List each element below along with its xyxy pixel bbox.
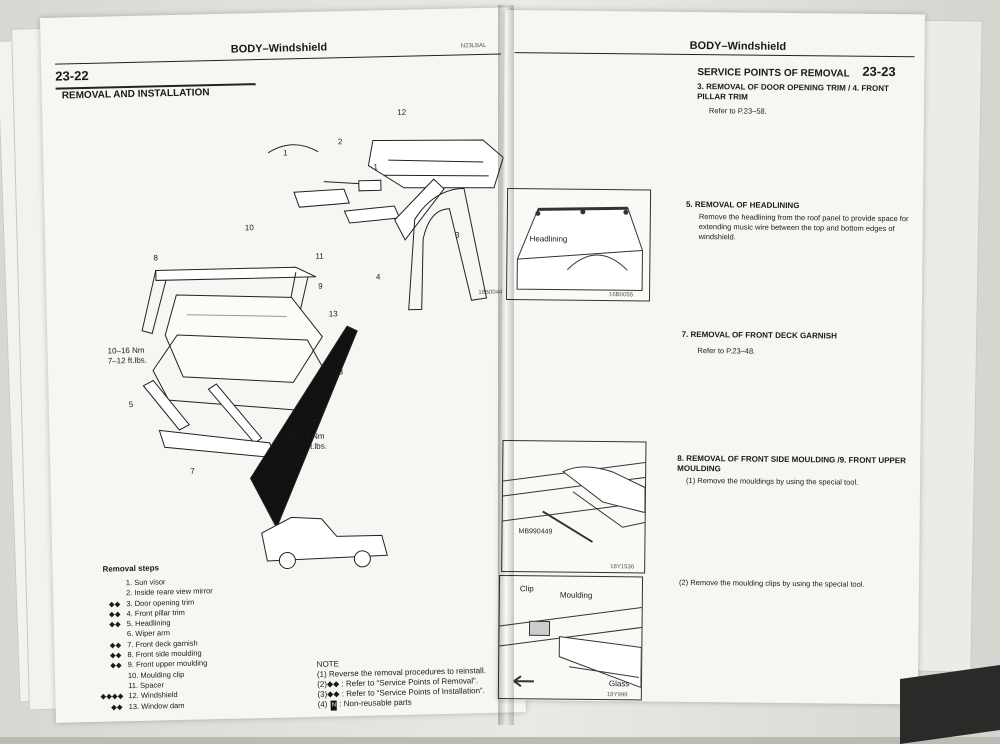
callout-8b: 9 bbox=[318, 282, 323, 292]
removal-step-mark: ◆◆ bbox=[99, 650, 121, 661]
removal-step-text: 2. Inside reare view mirror bbox=[126, 587, 213, 598]
windshield-glass bbox=[164, 292, 323, 386]
headlining-figure-drawing bbox=[507, 189, 650, 300]
moulding-removal-figure: MB990449 18Y1536 bbox=[501, 440, 646, 574]
removal-step-text: 8. Front side moulding bbox=[127, 649, 201, 660]
left-page-code: N23LBAL bbox=[461, 41, 487, 52]
sun-visor-right bbox=[344, 206, 399, 223]
clip-label: Clip bbox=[520, 584, 534, 594]
callout-2: 2 bbox=[338, 137, 343, 147]
note-title: NOTE bbox=[317, 659, 339, 670]
removal-step-mark: ◆◆ bbox=[100, 661, 122, 672]
removal-step-text: 6. Wiper arm bbox=[127, 629, 170, 639]
item-8-title: 8. REMOVAL OF FRONT SIDE MOULDING /9. FR… bbox=[677, 454, 927, 477]
fig1-code: 16B0055 bbox=[609, 290, 633, 300]
removal-step-text: 12. Windshield bbox=[128, 690, 177, 700]
item-5-title: 5. REMOVAL OF HEADLINING bbox=[686, 200, 800, 211]
callout-5: 12 bbox=[397, 108, 406, 118]
front-upper-moulding bbox=[156, 267, 316, 281]
callout-3: 3 bbox=[455, 231, 460, 241]
moulding-removal-figure-drawing bbox=[502, 441, 645, 572]
sun-visor-left bbox=[294, 189, 349, 207]
n-badge-icon: N bbox=[331, 700, 338, 710]
item-3-title: 3. REMOVAL OF DOOR OPENING TRIM / 4. FRO… bbox=[697, 82, 917, 104]
wiper-arm-left bbox=[143, 380, 189, 431]
headlining-label: Headlining bbox=[530, 234, 568, 244]
fig2-code: 18Y1536 bbox=[610, 562, 634, 572]
right-page-number: 23-23 bbox=[862, 67, 895, 77]
removal-step-mark: ◆◆◆◆ bbox=[100, 692, 122, 703]
right-page-header: BODY–Windshield bbox=[690, 40, 787, 53]
removal-step-text: 9. Front upper moulding bbox=[128, 659, 208, 670]
item-7-title: 7. REMOVAL OF FRONT DECK GARNISH bbox=[682, 330, 837, 342]
book-gutter bbox=[498, 5, 514, 725]
removal-step-mark: ◆◆ bbox=[99, 640, 121, 651]
callout-6a: 5 bbox=[129, 400, 134, 410]
right-section-title: SERVICE POINTS OF REMOVAL bbox=[697, 68, 850, 80]
removal-step-text: 3. Door opening trim bbox=[126, 597, 194, 608]
removal-step-mark: ◆◆ bbox=[98, 609, 120, 620]
glass-label: Glass bbox=[609, 679, 630, 689]
callout-1a: 1 bbox=[283, 148, 288, 158]
removal-steps-title: Removal steps bbox=[102, 563, 159, 574]
callout-6b: 6 bbox=[300, 452, 305, 462]
callout-7: 7 bbox=[190, 467, 195, 477]
callout-13: 13 bbox=[334, 367, 343, 377]
left-page-header: BODY–Windshield bbox=[231, 41, 328, 55]
item-8-body-1: (1) Remove the mouldings by using the sp… bbox=[686, 476, 858, 488]
clip-removal-figure: Clip Moulding Glass 18Y999 bbox=[498, 575, 643, 701]
rear-view-mirror bbox=[359, 180, 381, 190]
callout-10: 11 bbox=[315, 252, 324, 262]
headlining-figure: Headlining 16B0055 bbox=[506, 188, 651, 302]
removal-step-mark: ◆◆ bbox=[99, 620, 121, 631]
note-4: (4) N : Non-reusable parts bbox=[318, 698, 412, 711]
removal-step-text: 4. Front pillar trim bbox=[126, 608, 185, 618]
item-3-body: Refer to P.23–58. bbox=[709, 106, 919, 118]
wiper-arm-right bbox=[208, 383, 261, 444]
callout-8a: 8 bbox=[153, 253, 158, 263]
item-8-body-2: (2) Remove the moulding clips by using t… bbox=[679, 578, 865, 590]
callout-12: 13 bbox=[329, 309, 338, 319]
left-header-rule bbox=[55, 54, 501, 65]
fig3-code: 18Y999 bbox=[607, 690, 628, 700]
left-page-number: 23-22 bbox=[55, 71, 88, 82]
callout-11: 12 bbox=[311, 414, 320, 424]
fig2-tool: MB990449 bbox=[518, 527, 552, 537]
callout-1b: 1 bbox=[373, 162, 378, 172]
right-header-rule bbox=[515, 52, 915, 57]
removal-step-text: 5. Headlining bbox=[127, 618, 171, 628]
removal-step-mark: ◆◆ bbox=[101, 702, 123, 713]
assist-grip-part bbox=[268, 144, 318, 153]
right-page: BODY–Windshield SERVICE POINTS OF REMOVA… bbox=[498, 10, 925, 704]
removal-step: ◆◆ 13. Window dam bbox=[101, 700, 216, 713]
callout-9: 10 bbox=[245, 223, 254, 233]
removal-step-text: 10. Moulding clip bbox=[128, 670, 184, 680]
item-7-body: Refer to P.23–48. bbox=[697, 346, 755, 357]
removal-step-text: 7. Front deck garnish bbox=[127, 638, 198, 649]
moulding-label: Moulding bbox=[560, 591, 593, 601]
removal-step-mark: ◆◆ bbox=[98, 599, 120, 610]
callout-4: 4 bbox=[376, 272, 381, 282]
removal-step-text: 13. Window dam bbox=[129, 700, 185, 710]
item-5-body: Remove the headlining from the roof pane… bbox=[699, 212, 924, 244]
left-page: BODY–Windshield N23LBAL 23-22 REMOVAL AN… bbox=[40, 7, 526, 722]
removal-step-text: 11. Spacer bbox=[128, 680, 164, 690]
removal-step-text: 1. Sun visor bbox=[126, 577, 166, 587]
